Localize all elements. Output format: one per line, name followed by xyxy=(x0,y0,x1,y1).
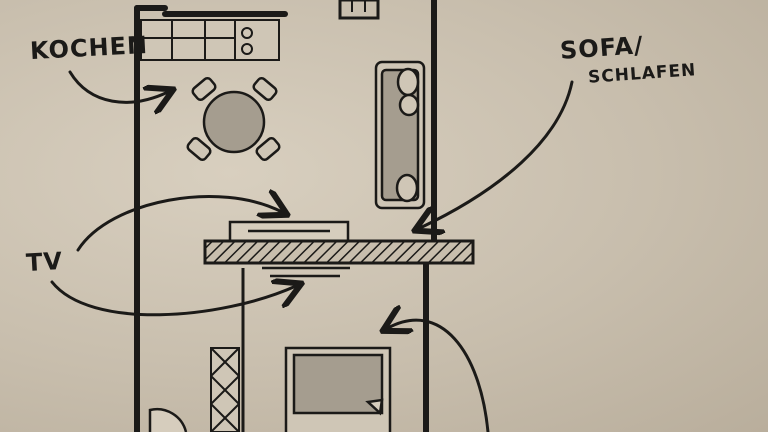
shelf xyxy=(210,347,240,432)
arrow-sofa xyxy=(420,80,574,228)
arrow-kochen xyxy=(68,70,168,102)
walls xyxy=(134,0,437,432)
dining-table xyxy=(186,76,281,162)
sofa xyxy=(374,60,426,210)
kitchen-counter xyxy=(140,19,280,61)
tv-unit-lower xyxy=(262,266,350,278)
arrow-tv-upper xyxy=(76,197,282,252)
bed xyxy=(284,346,392,432)
window xyxy=(338,0,380,20)
label-sofa: SOFA/ xyxy=(559,31,645,65)
arrow-tv-lower xyxy=(50,282,296,317)
door-swing xyxy=(148,407,188,432)
label-tv: TV xyxy=(25,247,64,277)
divider-wall xyxy=(203,239,475,265)
tv-unit-upper xyxy=(228,220,350,244)
arrow-bed xyxy=(388,320,490,432)
arrows xyxy=(50,70,574,432)
